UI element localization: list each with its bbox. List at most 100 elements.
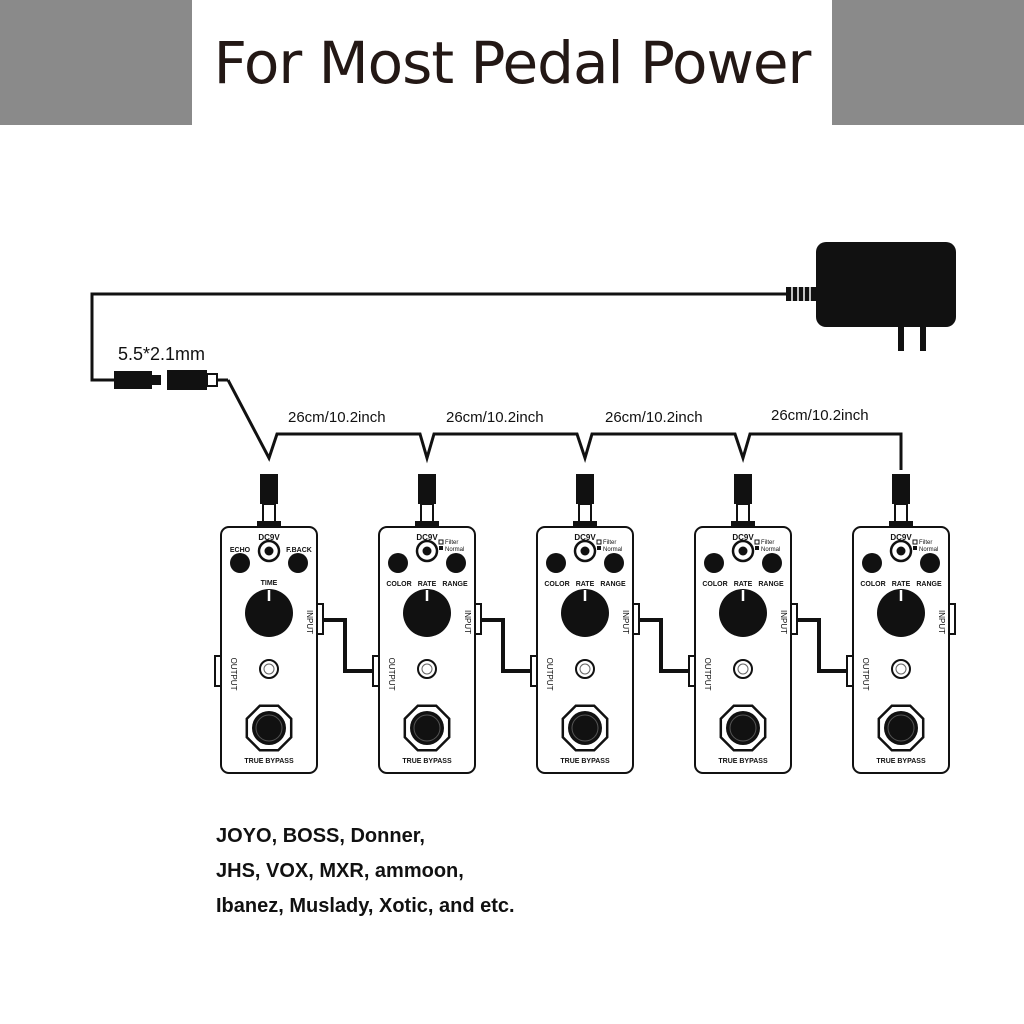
footswitch bbox=[410, 711, 444, 745]
dc-jack-pin bbox=[738, 546, 748, 556]
mode-switch bbox=[912, 539, 918, 545]
dc-plug bbox=[576, 474, 594, 504]
compatible-brands-line: Ibanez, Muslady, Xotic, and etc. bbox=[216, 895, 515, 917]
output-label: OUTPUT bbox=[229, 658, 238, 691]
connector-label: 5.5*2.1mm bbox=[118, 344, 205, 364]
small-knob bbox=[388, 553, 408, 573]
main-knob bbox=[403, 589, 451, 637]
dc-plug-collar bbox=[257, 521, 281, 526]
input-jack bbox=[790, 603, 798, 635]
dc-jack-pin bbox=[264, 546, 274, 556]
dc-plug-tip bbox=[262, 503, 276, 523]
dc-jack-pin bbox=[422, 546, 432, 556]
header-band-right bbox=[832, 0, 1024, 125]
knob-label: COLOR bbox=[860, 581, 885, 588]
small-knob bbox=[704, 553, 724, 573]
output-jack bbox=[214, 655, 222, 687]
switch-label-filter: Filter bbox=[919, 540, 932, 546]
knob-label: ECHO bbox=[230, 547, 251, 554]
small-knob bbox=[446, 553, 466, 573]
dc-plug-collar bbox=[415, 521, 439, 526]
dc-plug-tip bbox=[578, 503, 592, 523]
main-knob bbox=[719, 589, 767, 637]
dc-plug-collar bbox=[731, 521, 755, 526]
knob-label: RANGE bbox=[916, 581, 942, 588]
mode-switch bbox=[596, 539, 602, 545]
status-led-inner bbox=[263, 663, 275, 675]
main-knob bbox=[561, 589, 609, 637]
page-title: For Most Pedal Power bbox=[213, 28, 812, 97]
footswitch bbox=[726, 711, 760, 745]
footswitch-ring bbox=[887, 714, 915, 742]
switch-label-normal: Normal bbox=[603, 547, 622, 553]
knob-label: RANGE bbox=[442, 581, 468, 588]
dc-plug-tip bbox=[736, 503, 750, 523]
small-knob bbox=[920, 553, 940, 573]
input-label: INPUT bbox=[463, 610, 472, 634]
output-jack bbox=[530, 655, 538, 687]
switch-label-filter: Filter bbox=[445, 540, 458, 546]
knob-label: RATE bbox=[418, 581, 437, 588]
switch-label-normal: Normal bbox=[445, 547, 464, 553]
input-label: INPUT bbox=[305, 610, 314, 634]
small-knob bbox=[230, 553, 250, 573]
dc-jack-pin bbox=[580, 546, 590, 556]
input-jack bbox=[632, 603, 640, 635]
input-jack bbox=[474, 603, 482, 635]
main-knob bbox=[877, 589, 925, 637]
knob-label: RANGE bbox=[758, 581, 784, 588]
adapter-cable bbox=[90, 292, 786, 382]
output-jack bbox=[846, 655, 854, 687]
dc-plug-tip bbox=[420, 503, 434, 523]
mode-switch bbox=[755, 546, 759, 550]
dc-connector bbox=[114, 370, 228, 390]
small-knob bbox=[288, 553, 308, 573]
header-band-left bbox=[0, 0, 192, 125]
pedal-body bbox=[852, 526, 950, 774]
pedal-body bbox=[694, 526, 792, 774]
footswitch-ring bbox=[255, 714, 283, 742]
mode-switch bbox=[438, 539, 444, 545]
footswitch-ring bbox=[571, 714, 599, 742]
compatible-brands-line: JOYO, BOSS, Donner, bbox=[216, 825, 425, 847]
cable-length-label: 26cm/10.2inch bbox=[446, 409, 544, 426]
status-led-inner bbox=[895, 663, 907, 675]
footswitch bbox=[252, 711, 286, 745]
dc-label: DC9V bbox=[258, 533, 280, 542]
switch-label-filter: Filter bbox=[761, 540, 774, 546]
status-led-inner bbox=[579, 663, 591, 675]
input-jack bbox=[948, 603, 956, 635]
cable-length-label: 26cm/10.2inch bbox=[771, 407, 869, 424]
knob-label: COLOR bbox=[386, 581, 411, 588]
footswitch-ring bbox=[413, 714, 441, 742]
knob-label: TIME bbox=[261, 580, 278, 587]
mode-switch bbox=[439, 546, 443, 550]
status-led-inner bbox=[737, 663, 749, 675]
input-label: INPUT bbox=[937, 610, 946, 634]
input-jack bbox=[316, 603, 324, 635]
switch-label-normal: Normal bbox=[761, 547, 780, 553]
knob-label: RATE bbox=[892, 581, 911, 588]
status-led-inner bbox=[421, 663, 433, 675]
pedal-body bbox=[220, 526, 318, 774]
dc-plug bbox=[418, 474, 436, 504]
knob-label: RATE bbox=[734, 581, 753, 588]
dc-plug bbox=[260, 474, 278, 504]
footswitch bbox=[884, 711, 918, 745]
footswitch-label: TRUE BYPASS bbox=[876, 758, 926, 765]
patch-cables bbox=[324, 618, 849, 673]
cable-length-label: 26cm/10.2inch bbox=[605, 409, 703, 426]
footswitch-label: TRUE BYPASS bbox=[402, 758, 452, 765]
footswitch-label: TRUE BYPASS bbox=[560, 758, 610, 765]
dc-label: DC9V bbox=[574, 533, 596, 542]
switch-label-normal: Normal bbox=[919, 547, 938, 553]
knob-label: COLOR bbox=[544, 581, 569, 588]
dc-plug bbox=[892, 474, 910, 504]
footswitch-label: TRUE BYPASS bbox=[718, 758, 768, 765]
knob-label: RANGE bbox=[600, 581, 626, 588]
small-knob bbox=[546, 553, 566, 573]
